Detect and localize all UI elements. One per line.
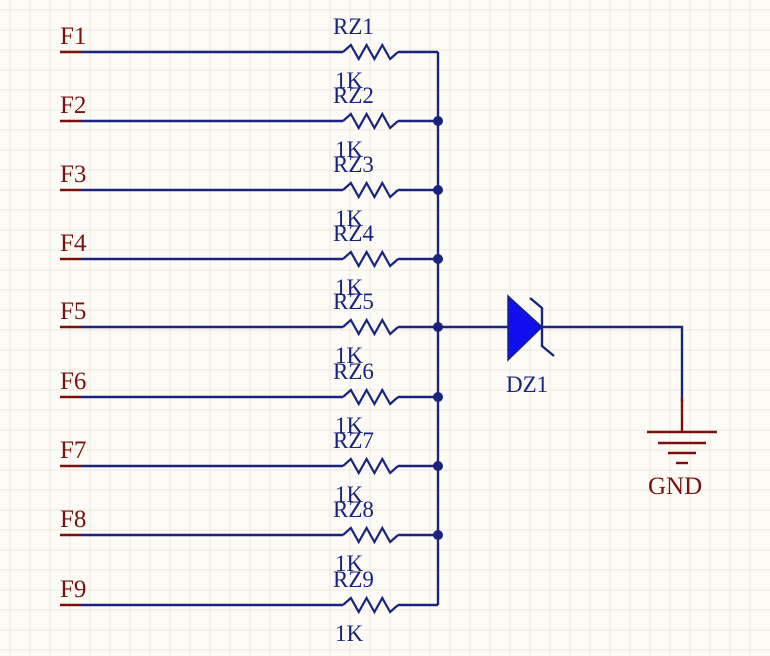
resistor-designator: RZ8 (333, 497, 374, 522)
net-label: F9 (60, 576, 86, 603)
resistor-symbol (342, 595, 399, 615)
resistor-designator: RZ9 (333, 567, 374, 592)
resistor-symbol (342, 387, 399, 407)
net-label: F7 (60, 437, 86, 464)
resistor-designator: RZ3 (333, 152, 374, 177)
resistor-row-3[interactable]: F3 RZ3 1K (60, 152, 443, 231)
resistor-designator: RZ5 (333, 289, 374, 314)
resistor-symbol (342, 317, 399, 337)
diode-to-ground-wire (542, 325, 684, 402)
resistor-symbol (342, 180, 399, 200)
resistor-row-9[interactable]: F9 RZ9 1K (60, 567, 438, 646)
resistor-value: 1K (335, 275, 364, 300)
resistor-row-8[interactable]: F8 RZ8 1K (60, 497, 443, 576)
resistor-value: 1K (335, 621, 364, 646)
ground-symbol[interactable]: GND (647, 398, 717, 500)
net-label: F3 (60, 161, 86, 188)
resistor-value: 1K (335, 551, 364, 576)
resistor-row-6[interactable]: F6 RZ6 1K (60, 359, 443, 438)
net-label: F1 (60, 23, 86, 50)
net-label: F5 (60, 298, 86, 325)
resistor-designator: RZ7 (333, 428, 374, 453)
diode-designator: DZ1 (506, 372, 548, 397)
resistor-symbol (342, 111, 399, 131)
resistor-designator: RZ6 (333, 359, 374, 384)
resistor-row-4[interactable]: F4 RZ4 1K (60, 221, 443, 300)
resistor-symbol (342, 525, 399, 545)
resistor-designator: RZ2 (333, 83, 374, 108)
resistor-value: 1K (335, 413, 364, 438)
resistor-row-5[interactable]: F5 RZ5 1K (60, 289, 443, 368)
net-label: F8 (60, 506, 86, 533)
resistor-symbol (342, 456, 399, 476)
resistor-symbol (342, 249, 399, 269)
resistor-value: 1K (335, 482, 364, 507)
resistor-value: 1K (335, 137, 364, 162)
resistor-value: 1K (335, 206, 364, 231)
resistor-symbol (342, 42, 399, 62)
net-label: F4 (60, 230, 87, 257)
resistor-row-7[interactable]: F7 RZ7 1K (60, 428, 443, 507)
resistor-designator: RZ1 (333, 14, 374, 39)
resistor-designator: RZ4 (333, 221, 374, 246)
zener-diode-dz1[interactable]: DZ1 (506, 294, 555, 397)
resistor-value: 1K (335, 343, 364, 368)
resistor-row-1[interactable]: F1 RZ1 1K (60, 14, 438, 93)
resistor-row-2[interactable]: F2 RZ2 1K (60, 83, 443, 162)
net-label: F2 (60, 92, 86, 119)
resistor-value: 1K (335, 68, 364, 93)
diode-triangle (507, 294, 544, 362)
ground-label: GND (648, 473, 702, 500)
net-label: F6 (60, 368, 86, 395)
